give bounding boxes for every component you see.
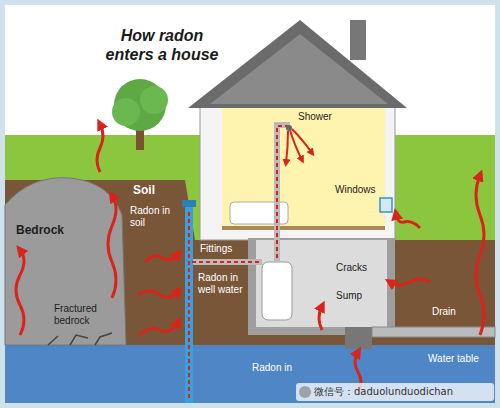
roof bbox=[188, 20, 407, 108]
water-table bbox=[5, 345, 495, 403]
floor bbox=[222, 226, 385, 230]
window bbox=[380, 198, 392, 212]
water-pipe bbox=[190, 259, 262, 265]
watermark: 微信号：daduolunduodichan bbox=[314, 386, 453, 398]
well-cap bbox=[182, 200, 196, 207]
layer-label: Soil bbox=[133, 183, 155, 197]
part-label: Cracks bbox=[336, 262, 367, 274]
drain-pipe bbox=[372, 327, 495, 337]
house-wall bbox=[200, 100, 395, 240]
room bbox=[222, 108, 385, 228]
sky bbox=[5, 5, 495, 403]
tree-crown bbox=[112, 98, 140, 126]
part-label: Radon in soil bbox=[130, 205, 180, 229]
tree-crown bbox=[140, 86, 168, 114]
fractures bbox=[48, 333, 112, 345]
part-label: Shower bbox=[298, 111, 332, 123]
part-label: Sump bbox=[336, 290, 362, 302]
water-heater bbox=[262, 262, 292, 320]
part-label: Drain bbox=[432, 306, 456, 318]
bedrock bbox=[5, 178, 126, 345]
part-label: Fittings bbox=[200, 243, 232, 255]
basement-wall bbox=[248, 238, 395, 335]
part-label: Windows bbox=[335, 184, 376, 196]
shower-spray bbox=[286, 129, 312, 163]
shower-head bbox=[286, 125, 292, 131]
watermark-ground bbox=[296, 383, 494, 401]
part-label: Fractured bedrock bbox=[54, 303, 106, 327]
well bbox=[185, 205, 193, 403]
part-label: Radon in bbox=[252, 362, 292, 374]
radon-path bbox=[189, 126, 288, 398]
part-label: Radon in well water bbox=[198, 272, 246, 296]
part-label: Water table bbox=[428, 353, 479, 365]
chimney bbox=[350, 20, 366, 60]
radon-arrow bbox=[16, 124, 484, 392]
diagram-title: How radon enters a house bbox=[98, 26, 226, 64]
layer-label: Bedrock bbox=[16, 223, 64, 237]
sump-pit bbox=[345, 327, 372, 349]
watermark-icon bbox=[299, 386, 311, 398]
gable bbox=[210, 34, 388, 104]
